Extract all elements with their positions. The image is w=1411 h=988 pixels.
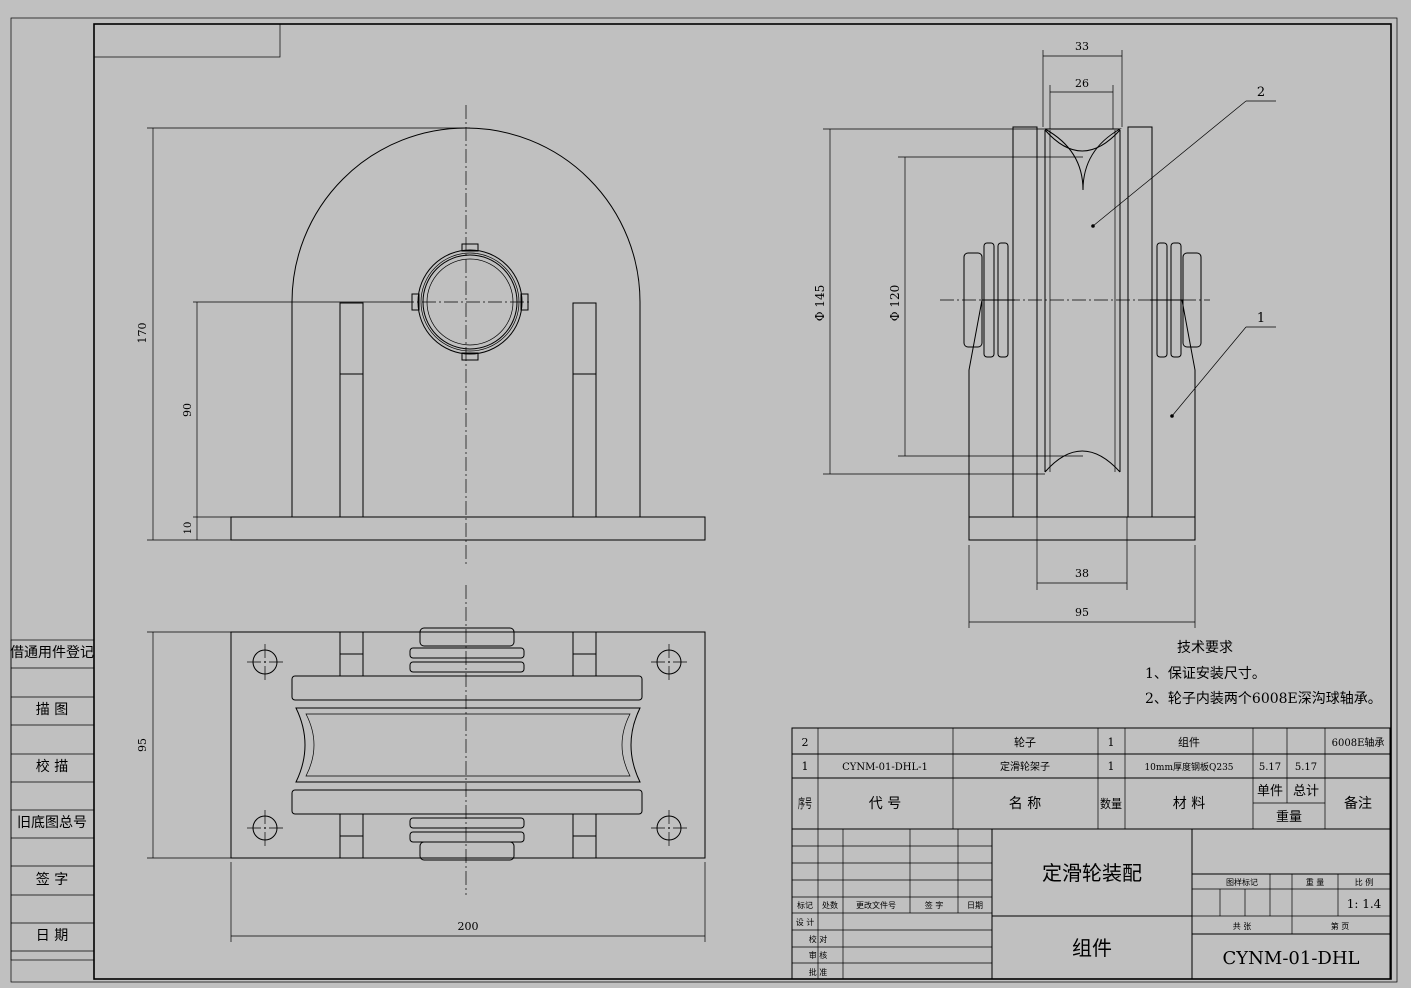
bom-r1-code: CYNM-01-DHL-1	[842, 762, 928, 773]
bom-h-qty: 数量	[1100, 796, 1122, 811]
tech-requirements: 技术要求 1、保证安装尺寸。 2、轮子内装两个6008E深沟球轴承。	[1145, 640, 1382, 707]
bom-header: 序号 代 号 名 称 数量 材 料 单件 总计 重量 备注	[798, 784, 1372, 825]
tb-label-sheet: 第 页	[1331, 921, 1350, 931]
bom-h-total: 总计	[1293, 784, 1319, 799]
side-label-check-trace: 校 描	[36, 758, 68, 775]
bom-r2-material: 组件	[1178, 735, 1200, 749]
bom-r1-no: 1	[802, 760, 809, 773]
front-view: 170 90 10	[136, 105, 706, 565]
dim-front-base: 10	[183, 522, 194, 535]
bom-h-note: 备注	[1344, 795, 1372, 812]
tech-title: 技术要求	[1177, 640, 1233, 656]
tb-label-check: 校 对	[809, 934, 828, 944]
bom-h-unit: 单件	[1257, 784, 1283, 799]
tech-item-2: 2、轮子内装两个6008E深沟球轴承。	[1145, 691, 1382, 707]
bom-r1-material: 10mm厚度钢板Q235	[1144, 761, 1233, 773]
bom-h-no: 序号	[798, 797, 812, 812]
side-view: 33 26 Φ 145 Φ 120 38 95 2 1	[813, 40, 1276, 628]
tb-label-mark: 标记	[797, 900, 813, 910]
tb-label-approve: 批 准	[809, 967, 828, 977]
tb-drawing-type: 组件	[1072, 936, 1112, 960]
tb-label-count: 处数	[822, 900, 838, 910]
bom-r2-note: 6008E轴承	[1332, 736, 1385, 749]
balloon-1: 1	[1257, 311, 1265, 326]
bom-r2-qty: 1	[1108, 736, 1115, 749]
top-view: 95 200	[136, 585, 706, 942]
bom-h-code: 代 号	[869, 796, 901, 812]
side-label-trace: 描 图	[36, 702, 68, 718]
tb-label-weight: 重 量	[1306, 877, 1325, 887]
dim-side-dia-outer: Φ 145	[813, 285, 827, 322]
balloon-2: 2	[1257, 85, 1265, 100]
side-label-sign: 签 字	[36, 871, 68, 888]
bearing-nut	[411, 243, 529, 361]
side-label-old-no: 旧底图总号	[17, 815, 87, 831]
dim-side-width: 95	[1075, 606, 1089, 619]
bom-h-name: 名 称	[1009, 796, 1041, 812]
bom-r2-no: 2	[802, 736, 809, 749]
dim-side-flange: 33	[1075, 40, 1089, 53]
tb-label-review: 审 核	[809, 950, 828, 960]
tb-label-sheets: 共 张	[1233, 922, 1252, 931]
bom-r2-name: 轮子	[1014, 735, 1036, 749]
tb-drawing-no: CYNM-01-DHL	[1223, 948, 1360, 969]
bom-table: 2 轮子 1 组件 6008E轴承 1 CYNM-01-DHL-1 定滑轮架子 …	[791, 727, 1391, 830]
title-block: 标记 处数 更改文件号 签 字 日期 设 计 校 对 审 核 批 准 图样标记 …	[791, 828, 1391, 980]
side-label-date: 日 期	[36, 928, 68, 944]
drawing-frame	[10, 17, 1398, 983]
dim-front-axis: 90	[181, 403, 194, 417]
tb-label-design: 设 计	[796, 917, 815, 927]
tb-scale: 1: 1.4	[1347, 897, 1382, 911]
bolt-holes	[247, 644, 687, 846]
dim-side-wheel: 38	[1075, 567, 1089, 580]
bom-r1-unit: 5.17	[1259, 762, 1281, 773]
dim-top-depth: 95	[136, 738, 149, 752]
tb-label-sign: 签 字	[925, 900, 944, 910]
dim-side-dia-inner: Φ 120	[888, 285, 902, 322]
tb-label-stage: 图样标记	[1226, 877, 1258, 887]
dim-front-height: 170	[136, 323, 149, 344]
side-panel: 借通用件登记 描 图 校 描 旧底图总号 签 字 日 期	[10, 639, 95, 961]
dim-top-width: 200	[458, 920, 479, 933]
tech-item-1: 1、保证安装尺寸。	[1145, 666, 1266, 682]
tb-label-change-doc: 更改文件号	[856, 900, 896, 910]
side-label-register: 借通用件登记	[10, 645, 94, 661]
bom-h-material: 材 料	[1173, 796, 1205, 812]
dim-side-groove: 26	[1075, 77, 1089, 90]
bom-h-weight: 重量	[1276, 809, 1302, 825]
tb-drawing-name: 定滑轮装配	[1042, 861, 1142, 885]
bom-r1-total: 5.17	[1295, 762, 1317, 773]
bom-r1-qty: 1	[1108, 760, 1115, 773]
bom-r1-name: 定滑轮架子	[1000, 760, 1050, 773]
tb-label-date: 日期	[967, 901, 983, 910]
tb-label-ratio: 比 例	[1355, 877, 1374, 887]
